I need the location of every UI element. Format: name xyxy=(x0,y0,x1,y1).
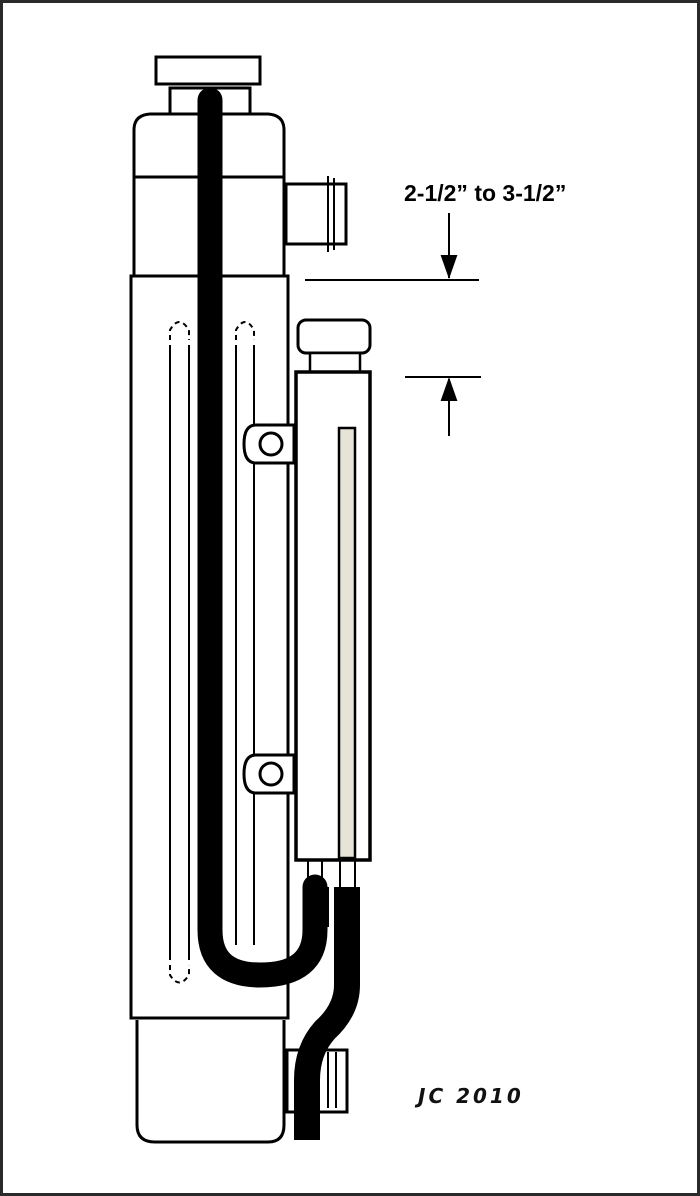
dimension-label: 2-1/2” to 3-1/2” xyxy=(404,180,567,206)
recovery-tank-cap xyxy=(296,318,372,355)
overflow-hose xyxy=(197,87,328,988)
dimension-marker xyxy=(305,213,481,436)
radiator-cap xyxy=(154,55,262,86)
lower-tank xyxy=(135,1020,286,1144)
recovery-tank xyxy=(294,370,372,862)
author-signature: JC 2010 xyxy=(418,1084,524,1108)
drain-hose xyxy=(294,887,360,1140)
inlet-nipple xyxy=(284,182,348,246)
mount-brackets xyxy=(242,423,296,795)
sight-glass xyxy=(337,426,357,860)
fin-slots xyxy=(169,321,255,984)
